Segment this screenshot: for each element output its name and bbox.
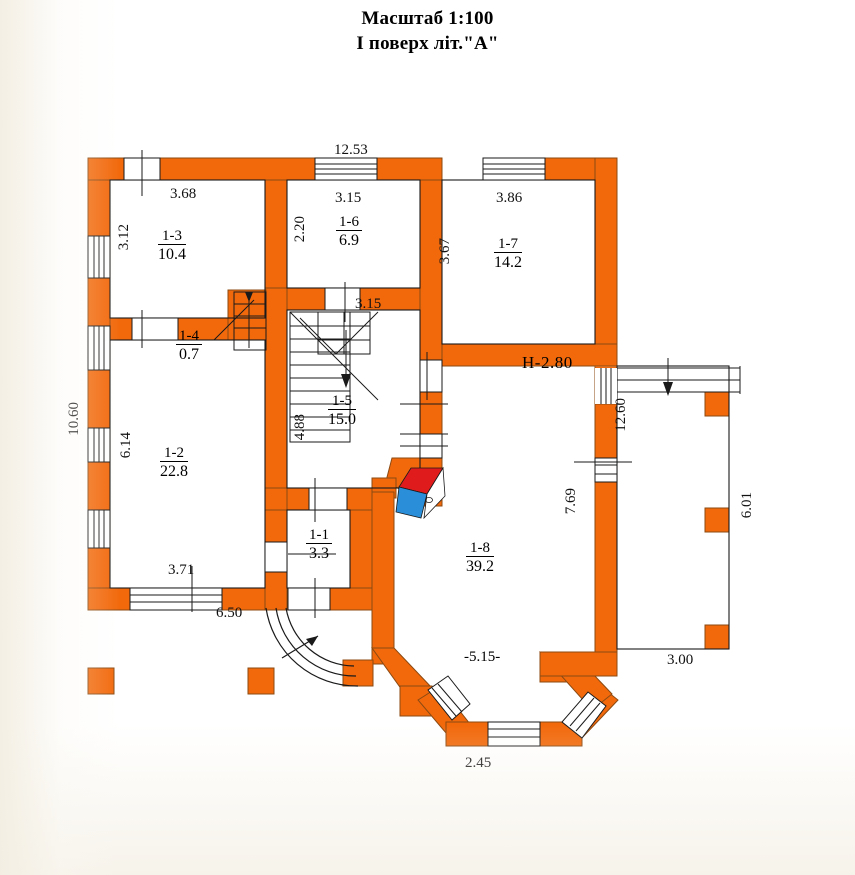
wall-exterior-top-c <box>376 157 443 181</box>
room-area-1-8: 39.2 <box>466 558 494 575</box>
page-title-scale: Масштаб 1:100 <box>361 8 494 29</box>
pillar-free-center <box>247 667 275 695</box>
dim-stair-width: 3.15 <box>355 296 382 312</box>
terrace-pillar-mid-right <box>704 507 730 533</box>
dim-room17-width: 3.86 <box>496 190 523 206</box>
room-label-1-8: 1-8 39.2 <box>466 540 494 576</box>
wall-interior-vert-right-a <box>419 179 443 361</box>
wall-exterior-left-c <box>87 461 111 511</box>
wall-room18-bottom-right <box>539 651 618 677</box>
door-1-7-upper <box>419 359 443 393</box>
wall-bay-bottom-a <box>445 721 489 747</box>
terrace-pillar-bottom-right <box>704 624 730 650</box>
room-area-1-7: 14.2 <box>494 254 522 271</box>
dim-room17-height: 3.67 <box>437 238 453 265</box>
dim-room13-width: 3.68 <box>170 186 197 202</box>
room-number-1-5: 1-5 <box>328 393 356 410</box>
dim-room18-height: 7.69 <box>563 488 579 515</box>
room-label-1-1: 1-1 3.3 <box>306 527 332 563</box>
wall-exterior-top-a <box>87 157 125 181</box>
floor-level-marker: -5.15- <box>464 649 501 665</box>
wall-interior-vert-right-b <box>419 391 443 435</box>
wall-exterior-right-b <box>594 481 618 675</box>
room-label-1-3: 1-3 10.4 <box>158 228 186 264</box>
dim-stair-height: 4.88 <box>292 414 308 441</box>
wall-interior-vert-mid-top <box>264 179 288 289</box>
wall-interior-room11-left-b <box>264 571 288 611</box>
room-outline-group <box>109 179 730 650</box>
room-number-1-4: 1-4 <box>176 328 202 345</box>
wall-exterior-left-a <box>87 277 111 327</box>
terrace-steps-right <box>617 358 741 396</box>
wall-interior-vert-mid <box>264 287 288 489</box>
door-1-3-to-1-2 <box>131 317 179 341</box>
dim-room12-width: 3.71 <box>168 562 195 578</box>
dim-top-overall: 12.53 <box>334 142 368 158</box>
door-1-1-left <box>264 541 288 573</box>
window-bottom-left <box>129 587 223 611</box>
dim-room16-width: 3.15 <box>335 190 362 206</box>
dim-bay-bottom: 2.45 <box>465 755 492 771</box>
dim-room13-height: 3.12 <box>116 224 132 251</box>
room-label-1-4: 1-4 0.7 <box>176 328 202 364</box>
room-number-1-6: 1-6 <box>336 214 362 231</box>
wall-exterior-left-b <box>87 369 111 429</box>
pillar-porch-right <box>342 659 374 687</box>
room-area-1-4: 0.7 <box>179 346 199 363</box>
page-title-floor: I поверх літ."А" <box>356 33 499 54</box>
room-number-1-8: 1-8 <box>466 540 494 557</box>
dim-left-overall: 10.60 <box>66 402 82 436</box>
terrace-pillar-top-right <box>704 391 730 417</box>
pillar-free-left <box>87 667 115 695</box>
room-number-1-1: 1-1 <box>306 527 332 544</box>
room-area-1-2: 22.8 <box>160 463 188 480</box>
room-label-1-7: 1-7 14.2 <box>494 236 522 272</box>
ceiling-height-marker: H-2.80 <box>522 353 573 372</box>
room-area-1-1: 3.3 <box>309 545 329 562</box>
room-area-1-6: 6.9 <box>339 232 359 249</box>
wall-interior-room11-left-a <box>264 509 288 543</box>
room-area-1-3: 10.4 <box>158 246 186 263</box>
room-label-1-2: 1-2 22.8 <box>160 445 188 481</box>
wall-exterior-top-b <box>159 157 316 181</box>
room-area-1-5: 15.0 <box>328 411 356 428</box>
wall-exterior-right-top <box>594 157 618 367</box>
wall-room18-left <box>371 491 395 665</box>
room-number-1-3: 1-3 <box>158 228 186 245</box>
room-label-1-5: 1-5 15.0 <box>328 393 356 429</box>
dim-room12-height: 6.14 <box>118 432 134 459</box>
room-label-1-6: 1-6 6.9 <box>336 214 362 250</box>
wall-interior-room11-top-b <box>346 487 373 511</box>
dim-right-inner: 12.60 <box>613 398 629 432</box>
wall-interior-under-room16-a <box>286 287 326 311</box>
wall-interior-room11-top-a <box>286 487 310 511</box>
door-1-1-bottom <box>287 587 331 611</box>
room-number-1-2: 1-2 <box>160 445 188 462</box>
wall-exterior-bottom-left-a <box>87 587 131 611</box>
plan-title-block: Масштаб 1:100 I поверх літ."А" <box>0 6 855 56</box>
dim-terrace-height: 6.01 <box>739 492 755 519</box>
wall-interior-under-room13-a <box>109 317 133 341</box>
dim-terrace-width: 3.00 <box>667 652 694 668</box>
wall-exterior-bottom-left-c <box>329 587 373 611</box>
room-number-1-7: 1-7 <box>494 236 522 253</box>
dim-room16-height: 2.20 <box>292 216 308 243</box>
window-bay-bottom <box>487 721 541 747</box>
dim-bottom-left: 6.50 <box>216 605 243 621</box>
